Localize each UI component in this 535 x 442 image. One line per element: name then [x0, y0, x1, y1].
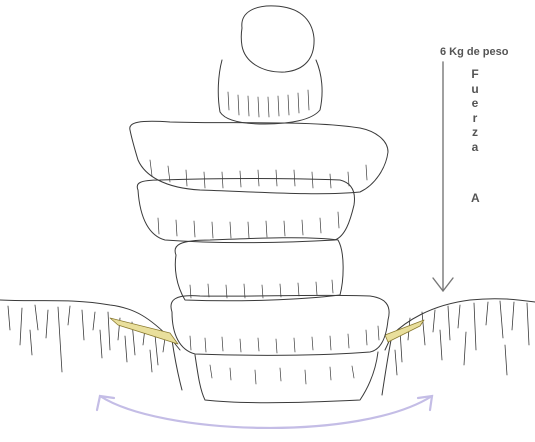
stone-2-hatching — [158, 212, 339, 238]
ground-left-edge — [172, 340, 182, 390]
force-letter: u — [470, 82, 480, 97]
stone-3 — [175, 238, 343, 301]
force-letter: e — [470, 96, 480, 111]
stone-head — [241, 6, 314, 72]
stone-neck-hatching — [228, 90, 309, 117]
stone-1-hatching — [150, 160, 367, 188]
force-letter: F — [470, 67, 480, 82]
force-id-label: A — [471, 191, 480, 205]
shim-right — [385, 320, 424, 342]
soil-hatching — [8, 301, 529, 375]
force-letter: r — [470, 111, 480, 126]
force-letter: z — [470, 125, 480, 140]
force-letter: a — [470, 140, 480, 155]
stone-4 — [171, 295, 389, 355]
stone-base-hatching — [210, 365, 354, 384]
ground-left — [0, 300, 180, 350]
force-arrow — [433, 62, 453, 291]
shim-left — [110, 318, 178, 344]
stone-2 — [137, 179, 354, 243]
ground-right-edge — [382, 335, 392, 395]
stone-neck — [218, 60, 322, 124]
stone-base — [195, 352, 378, 403]
weight-label: 6 Kg de peso — [440, 46, 508, 58]
bend-arrow — [97, 396, 432, 428]
stone-4-hatching — [190, 326, 379, 353]
force-vertical-label: F u e r z a — [470, 67, 480, 154]
